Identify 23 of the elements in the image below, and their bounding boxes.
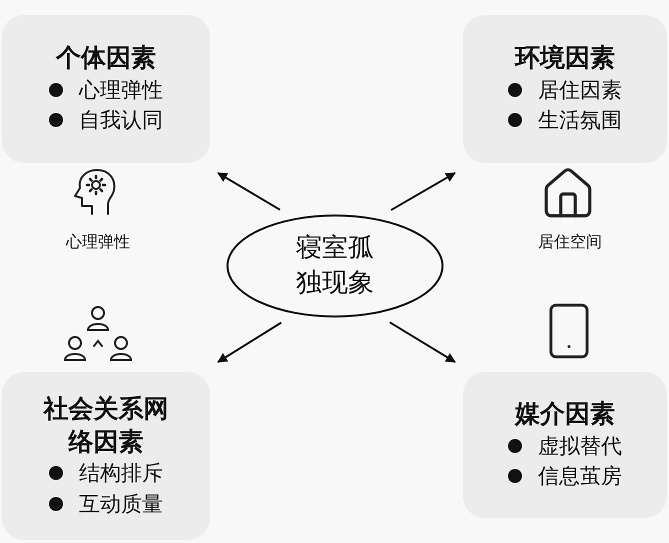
factor-heading: 个体因素	[54, 42, 157, 74]
factor-heading: 环境因素	[513, 42, 616, 74]
factor-item: 生活氛围	[538, 107, 622, 134]
arrow	[217, 172, 280, 211]
arrow	[390, 172, 456, 211]
factor-item: 互动质量	[79, 490, 163, 518]
factor-card	[2, 15, 210, 163]
arrow	[217, 322, 282, 363]
arrow	[389, 321, 456, 363]
factor-heading: 媒介因素	[514, 398, 616, 430]
factor-card	[463, 372, 667, 518]
center-topic: 寝室孤独现象	[295, 232, 375, 300]
factor-item: 居住因素	[538, 76, 622, 104]
factor-item: 虚拟替代	[538, 432, 622, 460]
icon-caption: 心理弹性	[66, 232, 130, 253]
factor-item: 心理弹性	[79, 76, 163, 104]
icon-caption: 居住空间	[538, 232, 602, 253]
factor-heading: 社会关系网络因素	[42, 393, 170, 458]
factor-card	[2, 372, 210, 540]
factor-item: 结构排斥	[79, 460, 163, 488]
factor-item: 信息茧房	[538, 463, 622, 490]
factor-item: 自我认同	[79, 107, 163, 134]
factor-card	[463, 15, 667, 163]
